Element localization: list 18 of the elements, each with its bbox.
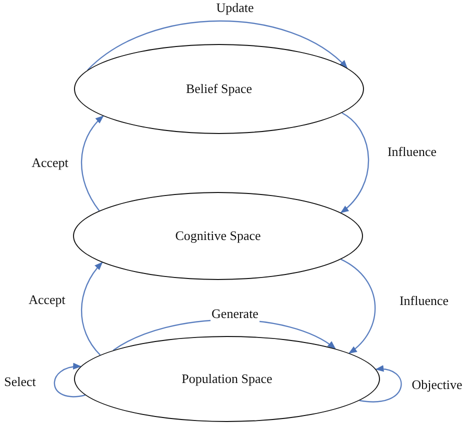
arrow xyxy=(87,20,348,70)
edge-label: Accept xyxy=(30,155,70,171)
node-label: Belief Space xyxy=(186,81,252,97)
edge-label: Accept xyxy=(28,292,66,308)
edge-label: Objective xyxy=(410,377,464,393)
ellipse-node xyxy=(74,44,364,134)
node-label: Population Space xyxy=(182,371,272,387)
arrow xyxy=(80,116,104,212)
edge-label: Update xyxy=(215,0,255,16)
arrow xyxy=(340,258,376,354)
arrow xyxy=(340,112,370,214)
arrow xyxy=(359,366,402,402)
ellipse-node xyxy=(74,336,380,422)
ellipse-node xyxy=(73,192,363,280)
arrow xyxy=(80,262,103,356)
node-label: Cognitive Space xyxy=(175,228,261,244)
arrow xyxy=(54,364,86,398)
edge-label: Generate xyxy=(210,306,260,322)
